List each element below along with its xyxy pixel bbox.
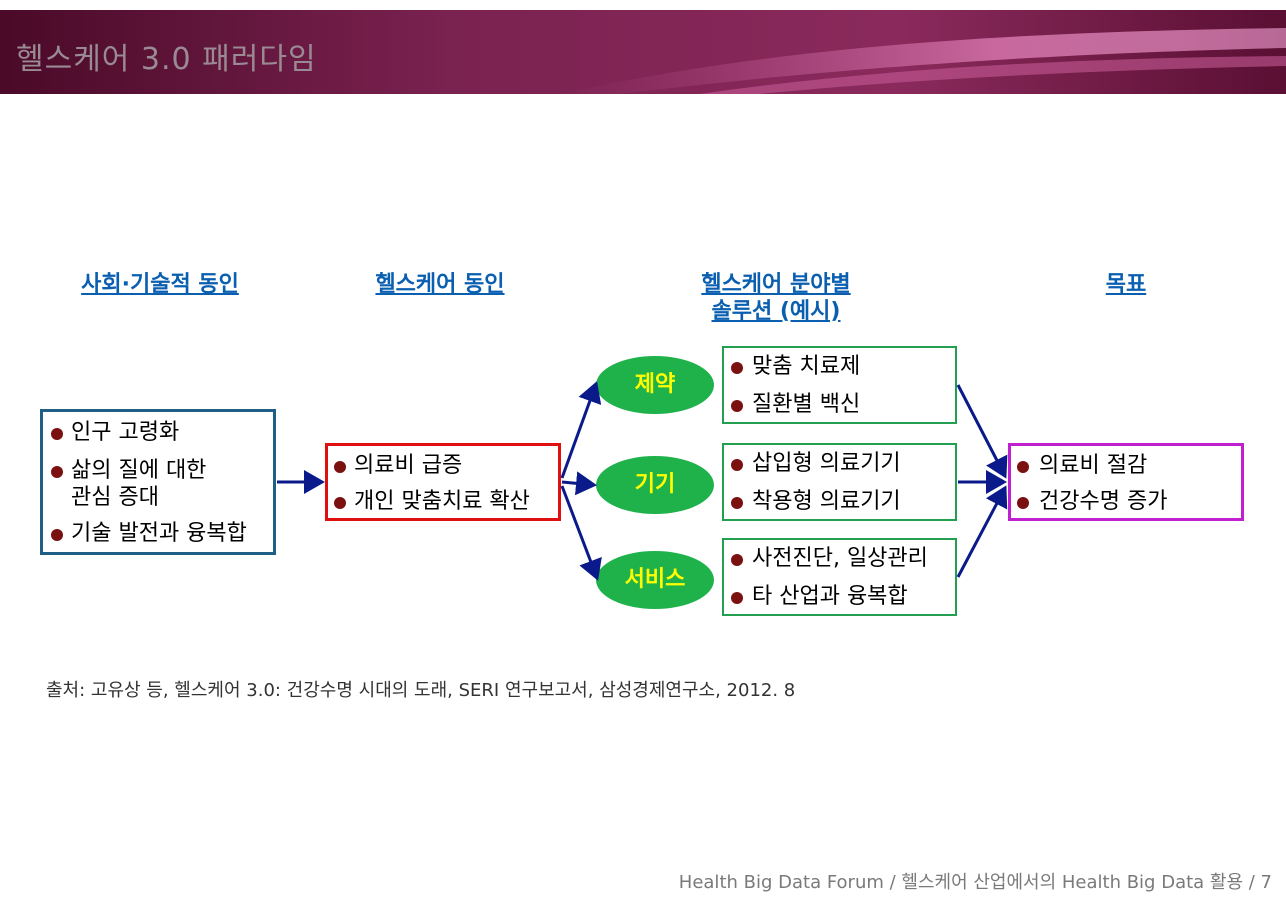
- source-citation: 출처: 고유상 등, 헬스케어 3.0: 건강수명 시대의 도래, SERI 연…: [46, 680, 796, 701]
- heading-solutions: 헬스케어 분야별 솔루션 (예시): [666, 271, 886, 325]
- solution-pharma-box: 맞춤 치료제 질환별 백신: [722, 346, 957, 424]
- heading-goal: 목표: [1105, 272, 1147, 297]
- social-driver-item-continued: 관심 증대: [71, 485, 159, 510]
- social-driver-item: 기술 발전과 융복합: [71, 521, 247, 546]
- heading-healthcare-drivers: 헬스케어 동인: [375, 272, 505, 297]
- goal-item: 건강수명 증가: [1039, 489, 1168, 514]
- category-pharma-oval: 제약: [596, 356, 714, 414]
- bullet-icon: [731, 400, 743, 412]
- solution-item: 사전진단, 일상관리: [752, 546, 928, 571]
- category-device-oval: 기기: [596, 456, 714, 514]
- healthcare-driver-item: 의료비 급증: [354, 453, 463, 478]
- bullet-icon: [731, 497, 743, 509]
- bullet-icon: [1017, 497, 1029, 509]
- bullet-icon: [51, 466, 63, 478]
- arrow-to-pharma: [560, 381, 602, 479]
- solution-item: 질환별 백신: [752, 392, 861, 417]
- bullet-icon: [334, 497, 346, 509]
- heading-solutions-line1: 헬스케어 분야별: [701, 272, 851, 297]
- arrow-to-service: [560, 485, 602, 581]
- goal-box: 의료비 절감 건강수명 증가: [1008, 443, 1244, 521]
- healthcare-driver-item: 개인 맞춤치료 확산: [354, 489, 530, 514]
- bullet-icon: [51, 529, 63, 541]
- arrow-to-device: [561, 471, 597, 496]
- bullet-icon: [731, 362, 743, 374]
- bullet-icon: [334, 461, 346, 473]
- header-background: [0, 10, 1286, 94]
- solution-item: 맞춤 치료제: [752, 354, 861, 379]
- social-driver-item: 인구 고령화: [71, 420, 180, 445]
- heading-solutions-line2: 솔루션 (예시): [711, 299, 841, 324]
- footer-text: Health Big Data Forum / 헬스케어 산업에서의 Healt…: [678, 872, 1272, 893]
- solution-item: 착용형 의료기기: [752, 489, 901, 514]
- bullet-icon: [1017, 461, 1029, 473]
- arrow-service-to-goal: [956, 485, 1008, 578]
- social-drivers-box: 인구 고령화 삶의 질에 대한 관심 증대 기술 발전과 융복합: [40, 409, 276, 555]
- category-service-oval: 서비스: [596, 551, 714, 609]
- healthcare-drivers-box: 의료비 급증 개인 맞춤치료 확산: [325, 443, 561, 521]
- solution-item: 삽입형 의료기기: [752, 451, 901, 476]
- heading-social-drivers: 사회·기술적 동인: [81, 272, 239, 297]
- solution-item: 타 산업과 융복합: [752, 584, 908, 609]
- bullet-icon: [731, 459, 743, 471]
- solution-device-box: 삽입형 의료기기 착용형 의료기기: [722, 443, 957, 521]
- page-title: 헬스케어 3.0 패러다임: [16, 42, 317, 77]
- arrow-pharma-to-goal: [956, 384, 1008, 479]
- header-banner: 헬스케어 3.0 패러다임: [0, 10, 1286, 94]
- solution-service-box: 사전진단, 일상관리 타 산업과 융복합: [722, 538, 957, 616]
- bullet-icon: [51, 428, 63, 440]
- bullet-icon: [731, 592, 743, 604]
- goal-item: 의료비 절감: [1039, 453, 1148, 478]
- bullet-icon: [731, 554, 743, 566]
- social-driver-item: 삶의 질에 대한: [71, 458, 207, 483]
